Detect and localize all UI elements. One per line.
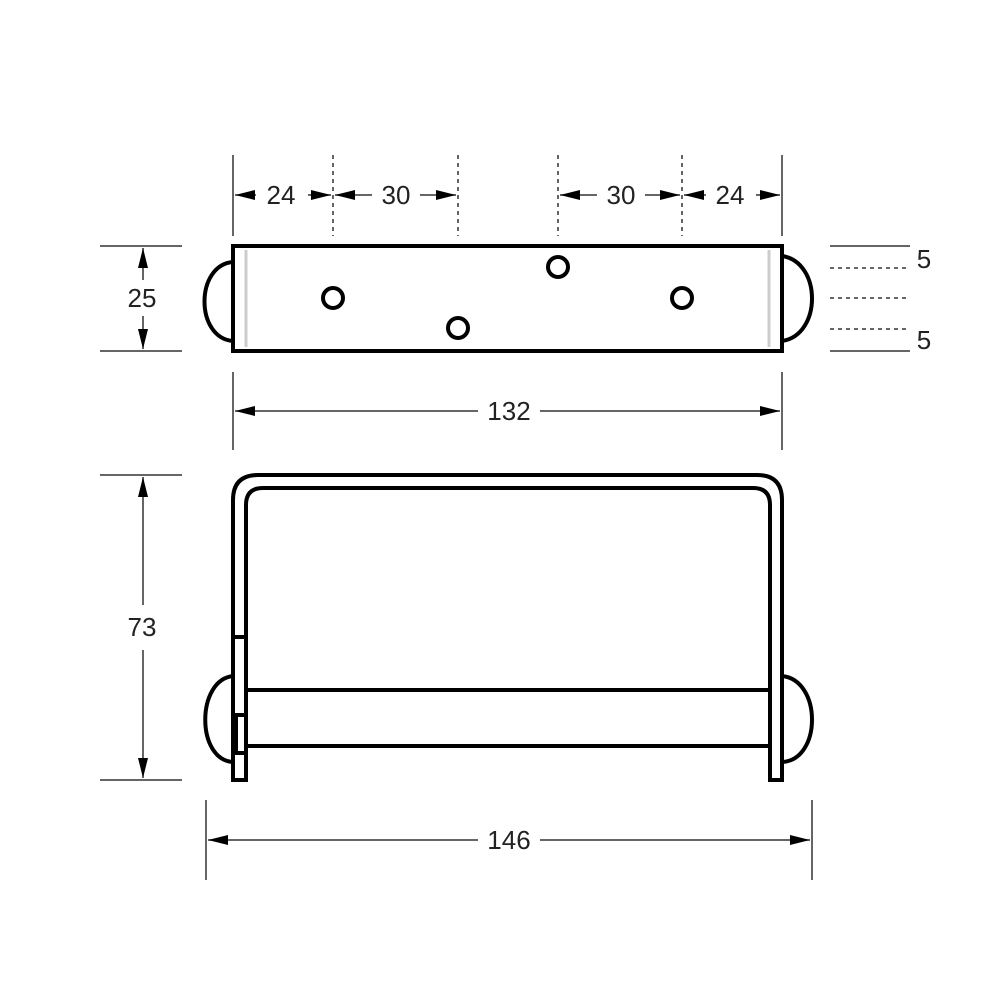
right-knob — [781, 254, 814, 343]
hole-offset-dimensions: 5 5 — [830, 244, 931, 355]
left-knob — [202, 260, 234, 343]
dim-label: 132 — [487, 396, 530, 426]
left-knob — [203, 674, 234, 764]
overall-width-dimension: 146 — [205, 800, 813, 880]
plate-width-dimension: 132 — [232, 372, 783, 450]
dim-label: 24 — [716, 180, 745, 210]
screw-hole — [321, 286, 345, 310]
front-view — [203, 473, 814, 782]
holder-frame — [231, 473, 784, 782]
dim-label: 30 — [607, 180, 636, 210]
dim-label: 25 — [128, 283, 157, 313]
hole-spacing-dimensions: 24 30 30 24 — [232, 155, 783, 236]
mounting-plate — [231, 244, 784, 353]
dim-label: 146 — [487, 825, 530, 855]
dim-label: 30 — [382, 180, 411, 210]
screw-hole — [446, 316, 470, 340]
dim-label: 73 — [128, 612, 157, 642]
hinge-clip — [234, 713, 248, 755]
plate-height-dimension: 25 — [100, 245, 182, 352]
screw-hole — [546, 255, 570, 279]
right-knob — [781, 674, 814, 764]
dim-label: 5 — [917, 244, 931, 274]
holder-height-dimension: 73 — [100, 474, 182, 781]
screw-hole — [670, 286, 694, 310]
dim-label: 24 — [267, 180, 296, 210]
dim-label: 5 — [917, 325, 931, 355]
top-view — [202, 244, 814, 353]
